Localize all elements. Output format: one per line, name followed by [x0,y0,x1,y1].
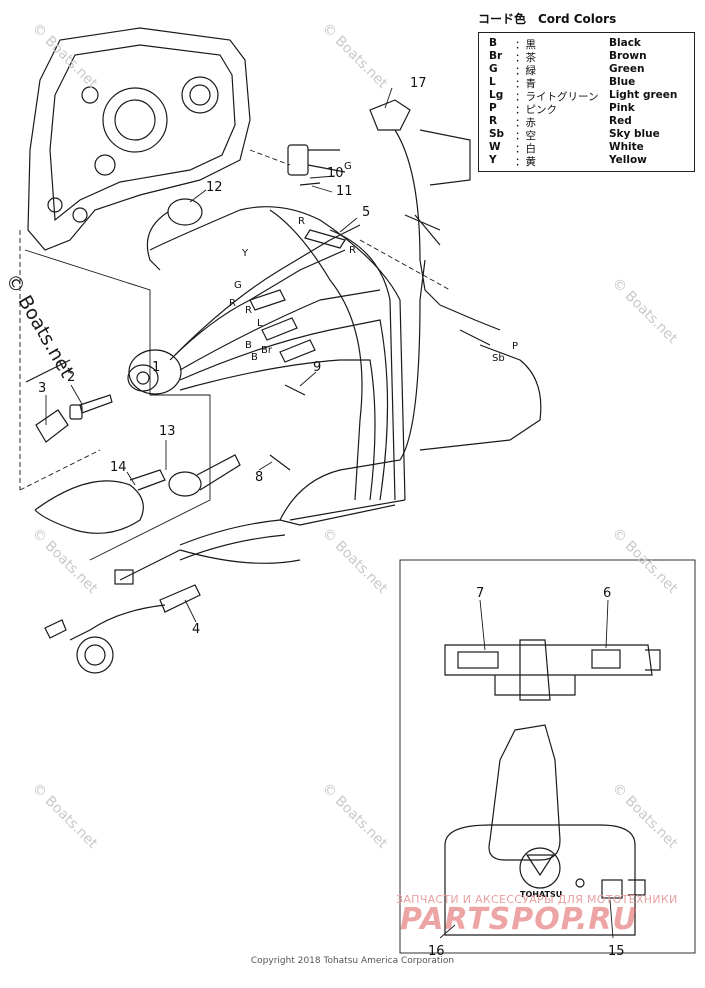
wire-label: G [344,161,352,172]
legend-en: Light green [609,89,678,101]
legend-code: Br [489,50,503,62]
callout-6: 6 [603,586,612,601]
legend-jp: ：茶 [515,52,536,64]
legend-jp: ：赤 [515,117,536,129]
copyright-text: Copyright 2018 Tohatsu America Corporati… [250,956,455,966]
wire-label: R [245,305,252,316]
legend-en: Black [609,37,641,49]
leader-lines [19,149,451,491]
legend-code: B [489,37,498,49]
callout-1: 1 [152,360,161,375]
legend-code: R [489,115,498,127]
callout-10: 10 [327,166,344,181]
wire-label: R [229,298,236,309]
legend-jp: ：ピンク [515,104,557,116]
legend-en: White [609,141,644,153]
legend-en: Yellow [609,154,647,166]
callout-9: 9 [313,360,322,375]
trim-switch-cable [369,99,542,451]
shop-logo: PARTSPOP.RU [400,902,638,937]
callout-5: 5 [362,205,371,220]
stop-switch [34,454,241,534]
legend-code: G [489,63,498,75]
callout-3: 3 [38,381,47,396]
callout-8: 8 [255,470,264,485]
wire-label: R [349,245,356,256]
wire-label: R [298,216,305,227]
legend-en: Blue [609,76,636,88]
control-box-housing [27,27,251,251]
tohatsu-logo-label: TOHATSU [520,890,563,899]
remote-control-box [444,639,661,936]
callout-12: 12 [206,180,223,195]
legend-jp: ：空 [515,130,536,142]
legend-code: W [489,141,501,153]
callout-13: 13 [159,424,176,439]
legend-jp: ：青 [515,78,536,90]
legend-jp: ：黄 [515,156,536,168]
callout-14: 14 [110,460,127,475]
callout-4: 4 [192,622,201,637]
legend-jp: ：黒 [515,39,536,51]
cord-color-legend: B ：黒 Black Br ：茶 Brown G ：緑 Green L ：青 Blue Lg ：ラ… [478,32,695,172]
wire-label: Sb [492,353,505,364]
shop-tagline: ЗАПЧАСТИ И АКСЕССУАРЫ ДЛЯ МОТОТЕХНИКИ [396,893,678,906]
callout-7: 7 [476,586,485,601]
main-switch [127,349,182,395]
legend-en: Sky blue [609,128,660,140]
callout-11: 11 [336,184,353,199]
legend-code: L [489,76,496,88]
callout-17: 17 [410,76,427,91]
legend-jp: ：白 [515,143,536,155]
callout-16: 16 [428,944,445,959]
wire-label: L [257,318,263,329]
wire-label: P [512,341,519,352]
wire-label: Y [242,248,249,259]
wire-label: Br [261,345,272,356]
wire-harness [44,206,426,674]
callout-leaders [45,87,614,939]
wire-label: B [251,352,258,363]
callout-2: 2 [67,370,76,385]
legend-en: Green [609,63,645,75]
legend-code: Sb [489,128,505,140]
small-components [146,144,346,471]
legend-en: Red [609,115,632,127]
wire-label: G [234,280,242,291]
legend-code: Lg [489,89,504,101]
wire-label: B [245,340,252,351]
section-frames [24,249,696,954]
key-parts [25,359,113,443]
legend-title: コード色 Cord Colors [478,12,617,26]
legend-en: Pink [609,102,635,114]
legend-jp: ：ライトグリーン [515,91,599,103]
callout-15: 15 [608,944,625,959]
legend-code: Y [489,154,497,166]
legend-en: Brown [609,50,647,62]
legend-code: P [489,102,497,114]
legend-jp: ：緑 [515,65,536,77]
